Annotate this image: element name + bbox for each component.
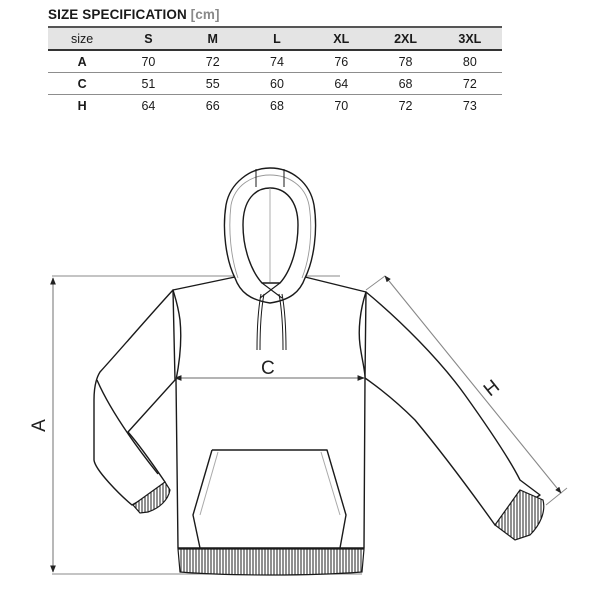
size-table: size S M L XL 2XL 3XL A 70 72 74 76 78 8… — [48, 26, 502, 116]
column-header-m: M — [207, 31, 218, 46]
drawstring-left — [256, 293, 265, 351]
table-cell: 74 — [270, 54, 284, 69]
title-text: SIZE SPECIFICATION — [48, 7, 187, 22]
table-row-h: H 64 66 68 70 72 73 — [48, 95, 502, 117]
table-cell: 78 — [398, 54, 413, 69]
column-header-s: S — [144, 31, 153, 46]
table-header-row: size S M L XL 2XL 3XL — [48, 27, 502, 50]
left-sleeve — [93, 289, 176, 506]
column-header-3xl: 3XL — [458, 31, 482, 46]
table-cell: 70 — [141, 54, 156, 69]
page-title: SIZE SPECIFICATION [cm] — [48, 7, 220, 22]
column-header-xl: XL — [333, 31, 350, 46]
pocket — [192, 449, 347, 549]
table-cell: 73 — [462, 98, 477, 113]
table-cell: 72 — [462, 76, 477, 91]
label-a: A — [28, 419, 50, 432]
table-cell: 66 — [205, 98, 220, 113]
table-cell: 55 — [205, 76, 220, 91]
right-sleeve — [364, 291, 541, 526]
column-header-2xl: 2XL — [394, 31, 418, 46]
table-cell: 68 — [398, 76, 413, 91]
table-cell: 72 — [205, 54, 220, 69]
table-cell: 68 — [270, 98, 284, 113]
table-cell: 64 — [334, 76, 349, 91]
table-cell: 60 — [270, 76, 284, 91]
table-cell: 76 — [334, 54, 349, 69]
table-cell: 70 — [334, 98, 349, 113]
label-c: C — [261, 358, 275, 379]
column-header-size: size — [71, 31, 94, 46]
torso — [172, 276, 367, 549]
right-cuff — [494, 489, 545, 541]
dimension-h — [365, 275, 568, 506]
column-header-l: L — [273, 31, 281, 46]
drawstring-right — [278, 293, 287, 351]
unit-label: [cm] — [190, 7, 220, 22]
table-row-a: A 70 72 74 76 78 80 — [48, 50, 502, 73]
row-label: C — [77, 76, 87, 91]
table-cell: 64 — [141, 98, 156, 113]
table-row-c: C 51 55 60 64 68 72 — [48, 73, 502, 95]
waistband — [177, 548, 365, 576]
hood-opening — [242, 187, 299, 284]
table-cell: 51 — [141, 76, 156, 91]
left-cuff — [132, 481, 171, 514]
row-label: A — [77, 54, 87, 69]
table-cell: 72 — [398, 98, 413, 113]
row-label: H — [77, 98, 87, 113]
table-cell: 80 — [462, 54, 477, 69]
